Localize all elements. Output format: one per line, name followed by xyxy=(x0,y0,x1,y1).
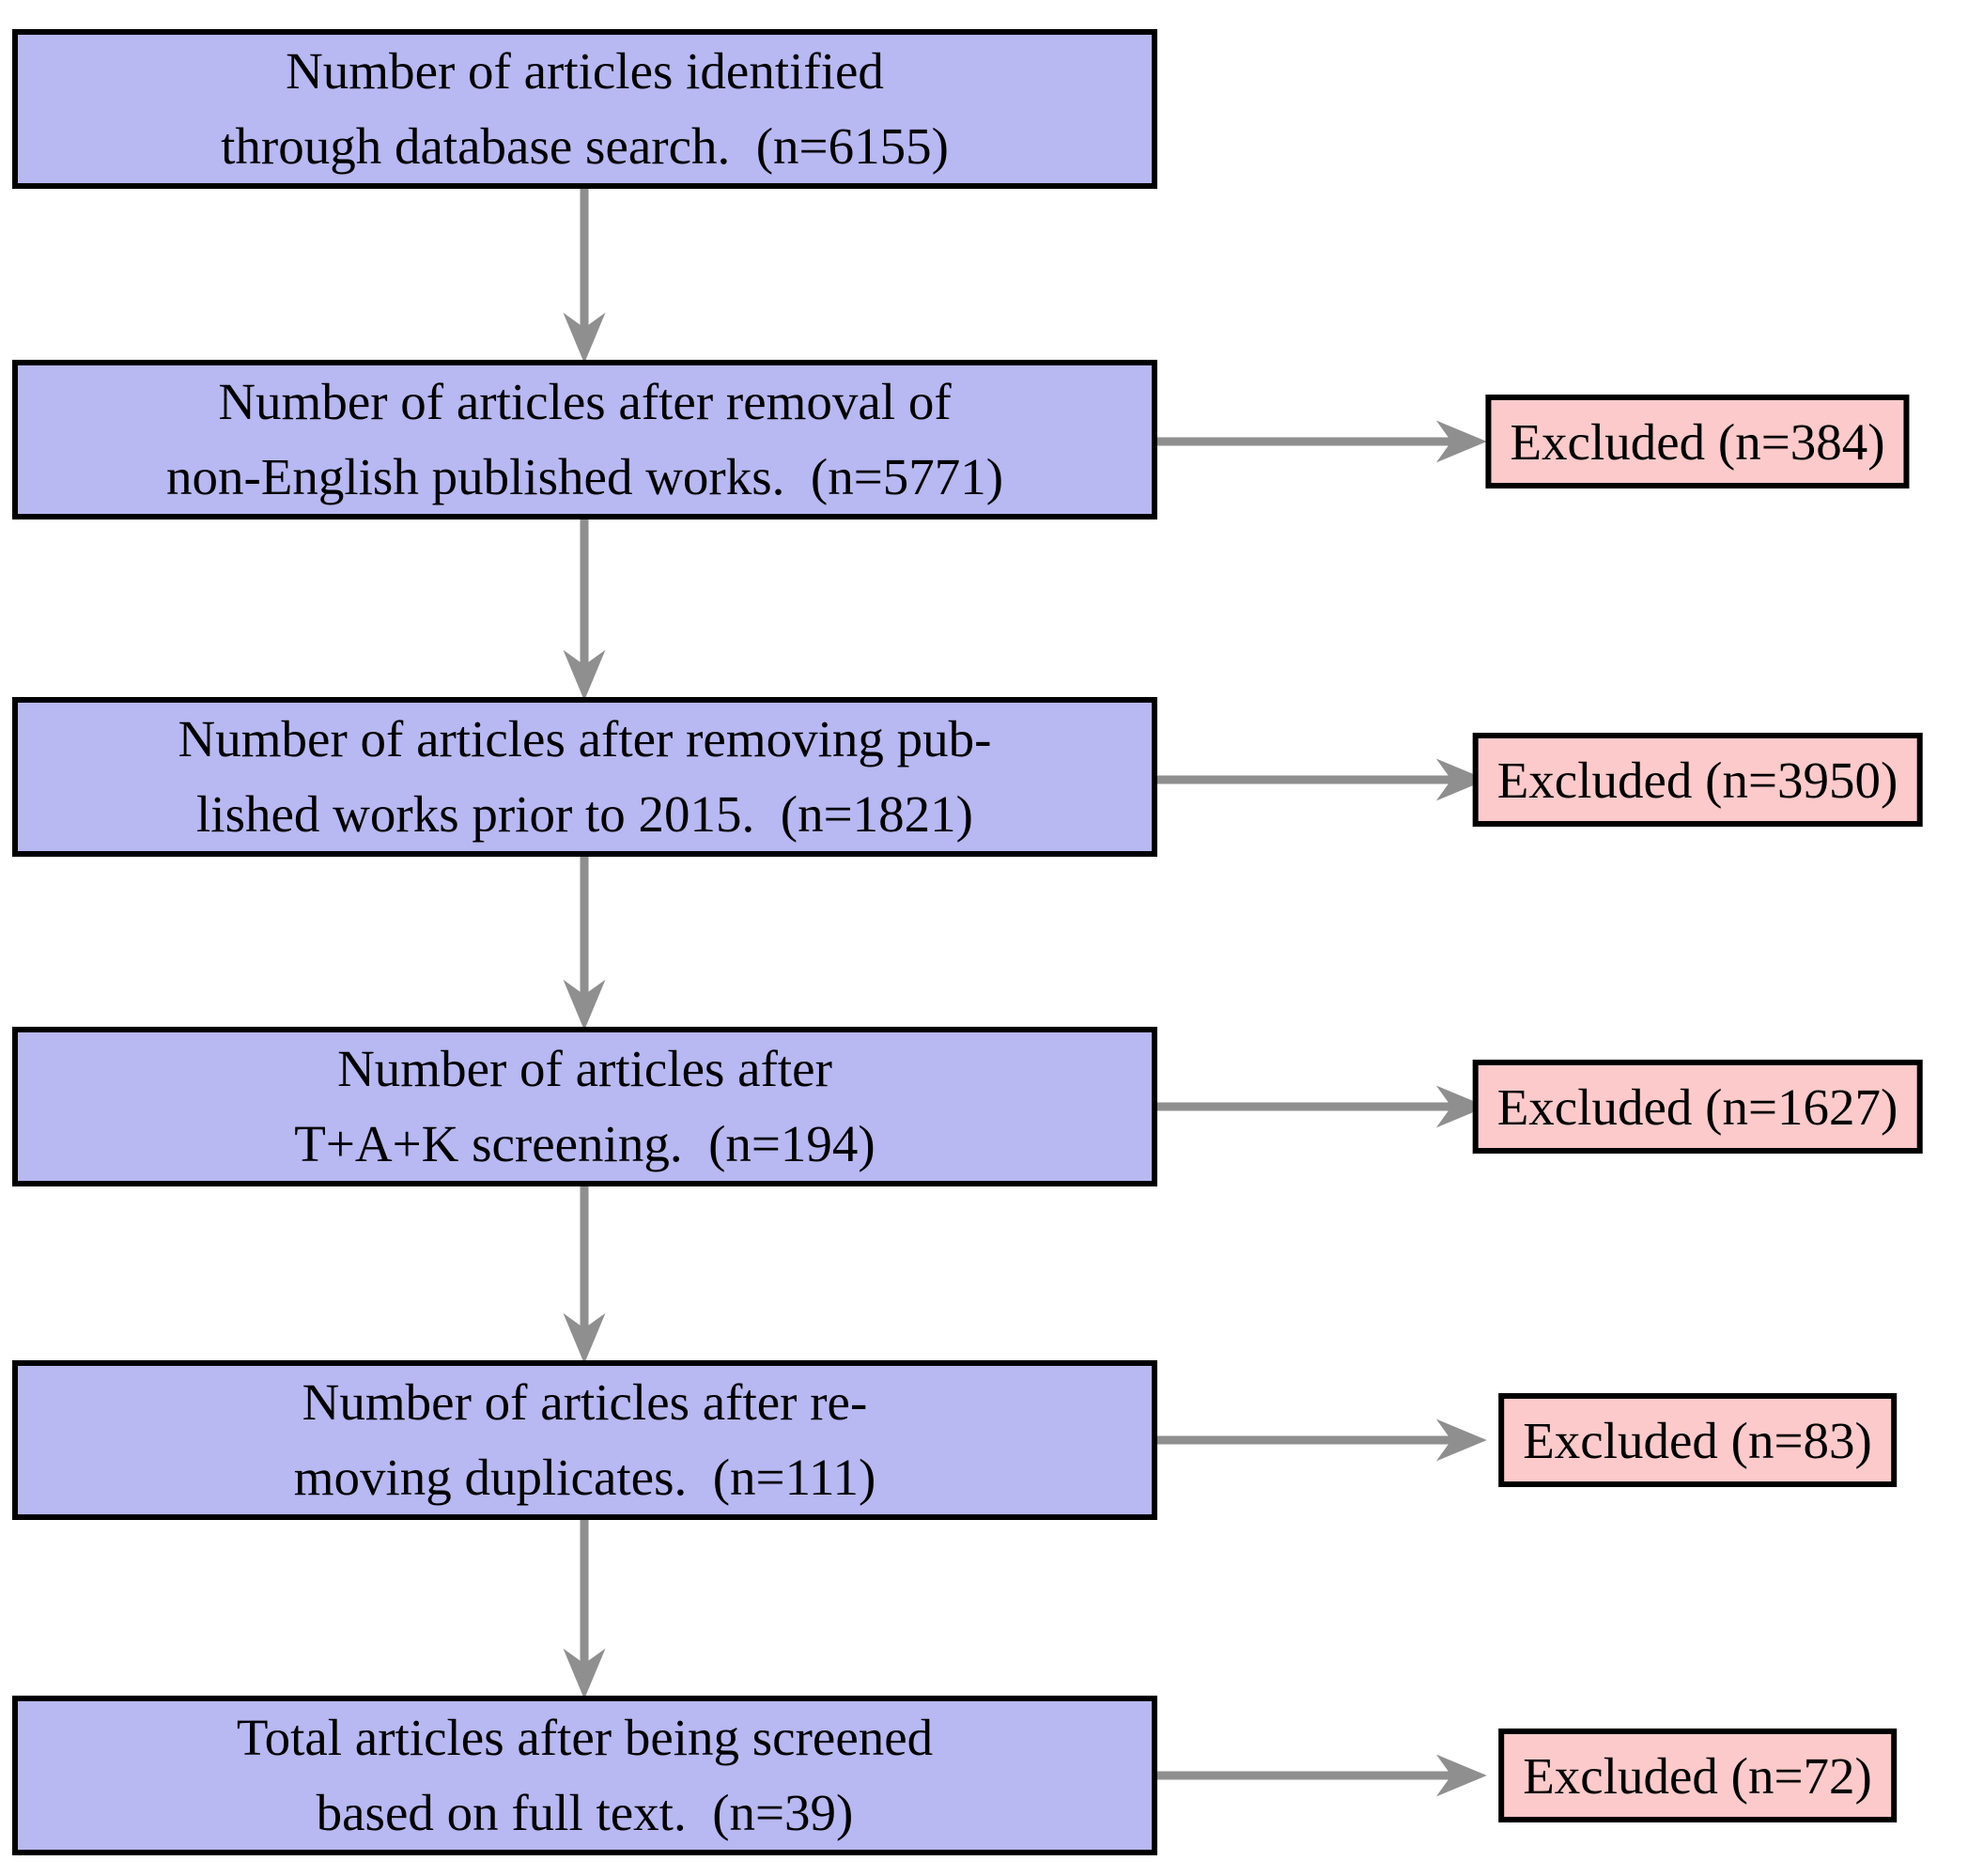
process-step-label: Number of articles after removing pub- l… xyxy=(178,710,992,843)
process-step-duplicates: Number of articles after re- moving dupl… xyxy=(12,1360,1157,1520)
excluded-label: Excluded (n=384) xyxy=(1510,412,1885,471)
excluded-label: Excluded (n=3950) xyxy=(1496,751,1898,809)
process-step-non-english: Number of articles after removal of non-… xyxy=(12,360,1157,519)
process-step-label: Number of articles after removal of non-… xyxy=(165,373,1004,505)
excluded-box-3: Excluded (n=1627) xyxy=(1472,1060,1923,1154)
excluded-box-4: Excluded (n=83) xyxy=(1498,1393,1897,1487)
process-step-identified: Number of articles identified through da… xyxy=(12,29,1157,189)
process-step-label: Number of articles identified through da… xyxy=(221,42,949,175)
excluded-box-5: Excluded (n=72) xyxy=(1498,1729,1897,1822)
excluded-label: Excluded (n=72) xyxy=(1523,1746,1872,1805)
process-step-label: Number of articles after T+A+K screening… xyxy=(294,1040,876,1172)
excluded-label: Excluded (n=1627) xyxy=(1496,1078,1898,1136)
process-step-full-text: Total articles after being screened base… xyxy=(12,1696,1157,1855)
process-step-prior-2015: Number of articles after removing pub- l… xyxy=(12,697,1157,857)
excluded-box-2: Excluded (n=3950) xyxy=(1472,733,1923,827)
process-step-label: Total articles after being screened base… xyxy=(236,1709,934,1841)
excluded-label: Excluded (n=83) xyxy=(1523,1411,1872,1469)
process-step-label: Number of articles after re- moving dupl… xyxy=(293,1373,876,1506)
process-step-tak-screening: Number of articles after T+A+K screening… xyxy=(12,1027,1157,1186)
excluded-box-1: Excluded (n=384) xyxy=(1485,395,1910,488)
